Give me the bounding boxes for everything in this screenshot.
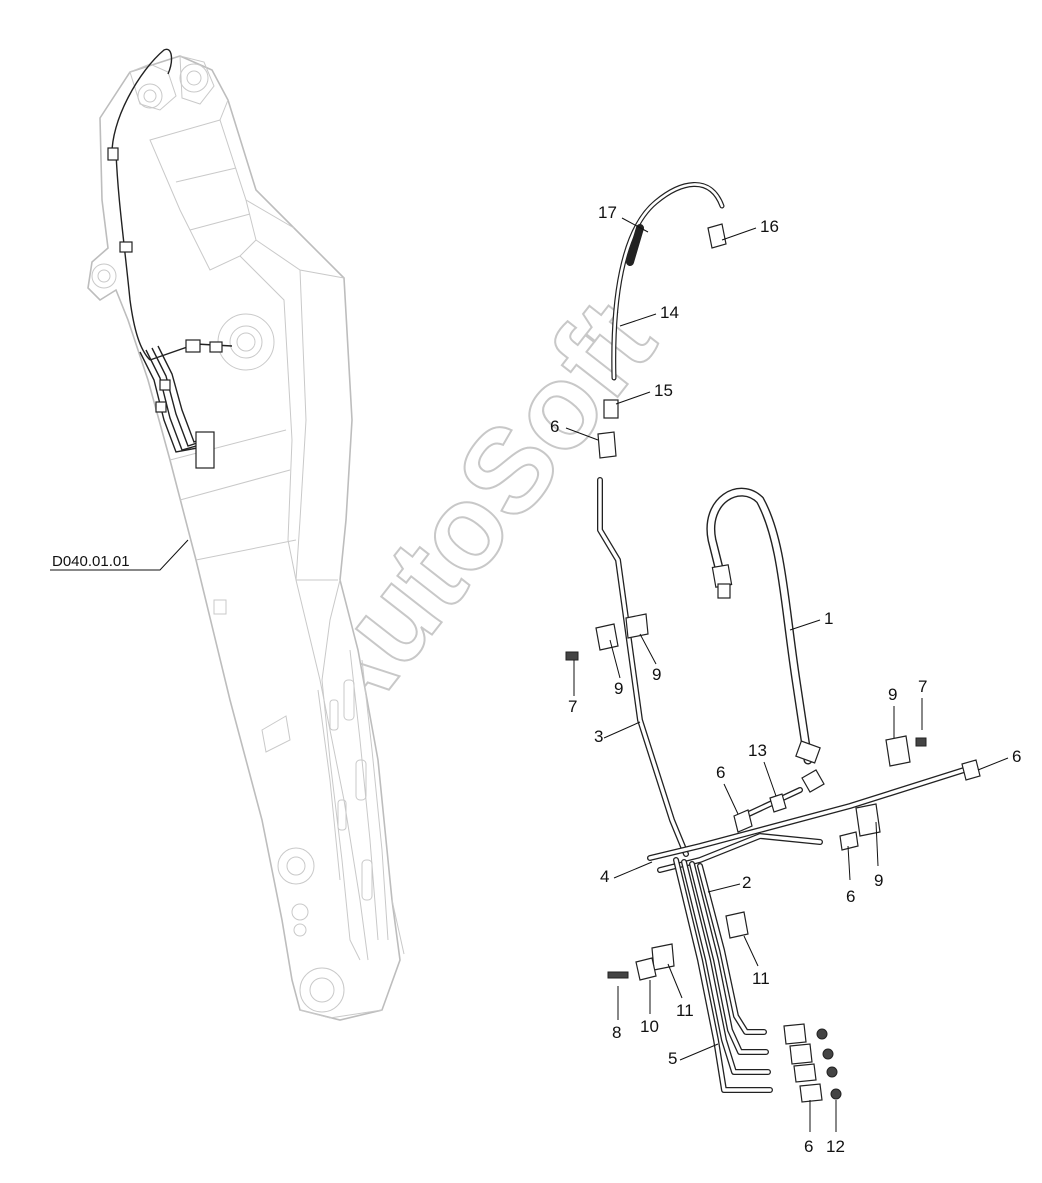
callout-label-c7b: 7: [918, 677, 927, 696]
reference-label: D040.01.01: [52, 553, 130, 570]
callout-label-c15: 15: [654, 381, 673, 400]
callout-leader-c15: [615, 391, 651, 405]
callout-leader-c6d: [847, 845, 851, 881]
callout-leader-c1: [789, 619, 821, 631]
callout-leader-c11a: [743, 935, 759, 967]
hose-assembly-14-17: [597, 182, 727, 459]
callout-leader-c9a: [609, 639, 621, 679]
callout-label-c1: 1: [824, 609, 833, 628]
callout-label-c17: 17: [598, 203, 617, 222]
callout-leader-c6b: [723, 783, 739, 815]
callout-leader-c17: [621, 217, 649, 233]
callout-label-c2: 2: [742, 873, 751, 892]
callout-label-c9a: 9: [614, 679, 623, 698]
callout-label-c9b: 9: [652, 665, 661, 684]
callout-label-c10: 10: [640, 1017, 659, 1036]
hose-1: [706, 487, 825, 793]
callout-label-c11b: 11: [676, 1001, 694, 1020]
callout-leader-c11b: [667, 963, 683, 999]
callout-label-c6e: 6: [804, 1137, 813, 1156]
callout-label-c8: 8: [612, 1023, 621, 1042]
boom-wire-harness: [107, 48, 233, 469]
boom-arm-drawing: [87, 55, 405, 1021]
callout-leader-c14: [619, 313, 657, 327]
callout-label-c14: 14: [660, 303, 679, 322]
callout-leader-c4: [613, 861, 653, 879]
callout-leader-c9d: [875, 821, 879, 867]
pipe-3: [597, 477, 689, 857]
callout-label-c9c: 9: [888, 685, 897, 704]
callout-label-c16: 16: [760, 217, 779, 236]
callout-leader-c6a: [565, 427, 599, 441]
callout-leader-c9b: [639, 633, 657, 665]
callout-label-c6c: 6: [1012, 747, 1021, 766]
reference-callout: D040.01.01: [50, 539, 189, 571]
callout-leader-c3: [603, 721, 641, 739]
callout-label-c6a: 6: [550, 417, 559, 436]
callout-label-c6b: 6: [716, 763, 725, 782]
callout-label-c5: 5: [668, 1049, 677, 1068]
callout-label-c13: 13: [748, 741, 767, 760]
callout-label-c9d: 9: [874, 871, 883, 890]
callout-leader-c2: [707, 883, 741, 893]
callout-label-c12: 12: [826, 1137, 845, 1156]
callout-label-c3: 3: [594, 727, 603, 746]
callout-leader-c5: [679, 1043, 719, 1061]
callout-label-c6d: 6: [846, 887, 855, 906]
callout-label-c7a: 7: [568, 697, 577, 716]
callout-label-c4: 4: [600, 867, 609, 886]
callout-leader-c16: [721, 227, 757, 241]
callout-leader-c6c: [977, 757, 1009, 771]
fittings-and-clamps: [565, 613, 981, 1103]
pipes-2-4: [647, 767, 967, 1093]
callout-label-c11a: 11: [752, 969, 770, 988]
callout-leader-c13: [763, 761, 777, 797]
